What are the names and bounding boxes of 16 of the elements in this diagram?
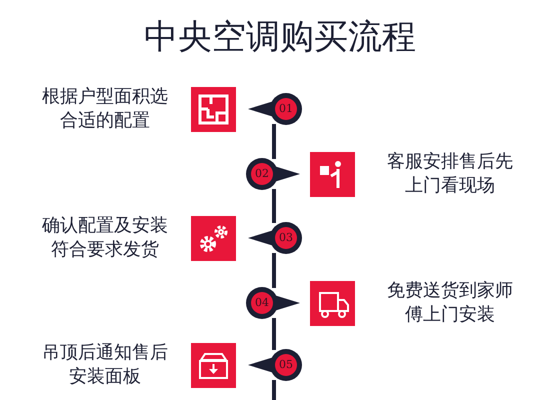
timeline-line: [272, 380, 276, 400]
step-number: 02: [254, 166, 270, 182]
step-description: 确认配置及安装符合要求发货: [41, 214, 169, 262]
timeline-line: [272, 124, 276, 159]
step-number: 03: [278, 230, 294, 246]
step-number: 04: [254, 295, 270, 311]
timeline-line: [272, 318, 276, 350]
step-number: 05: [278, 357, 294, 373]
step-description: 客服安排售后先上门看现场: [386, 150, 514, 198]
title: 中央空调购买流程: [143, 16, 417, 59]
step-number: 01: [278, 101, 294, 117]
step-description: 吊顶后通知售后安装面板: [41, 341, 169, 389]
timeline-line: [272, 253, 276, 288]
step-description: 免费送货到家师傅上门安装: [386, 279, 514, 327]
step-description: 根据户型面积选合适的配置: [41, 85, 169, 133]
timeline-line: [272, 189, 276, 223]
